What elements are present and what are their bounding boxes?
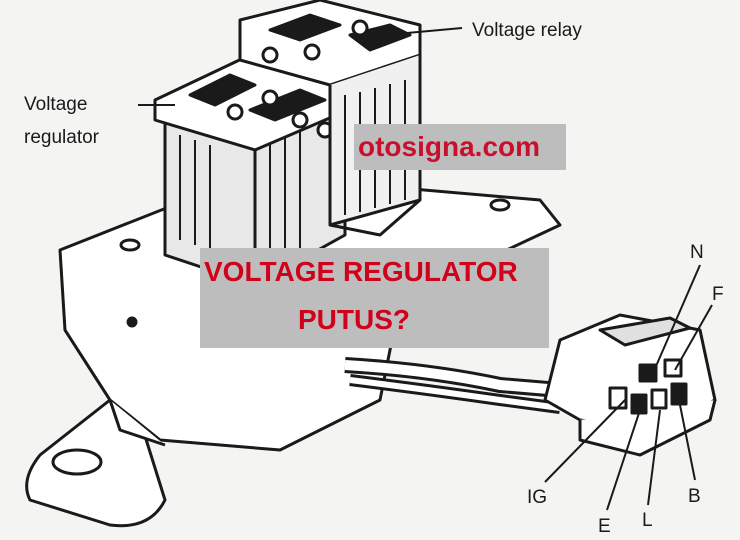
pin-label-b: B <box>688 486 701 507</box>
watermark-site: otosigna.com <box>358 131 541 162</box>
pin-label-ig: IG <box>527 487 547 508</box>
label-voltage-relay: Voltage relay <box>472 20 582 41</box>
leader-lines <box>138 27 713 511</box>
watermark-box <box>354 124 566 170</box>
pin-label-l: L <box>642 510 653 531</box>
pin-label-n: N <box>690 242 704 263</box>
wiring-connector-icon <box>344 313 717 457</box>
label-voltage-regulator-line1: Voltage <box>24 94 87 115</box>
headline-line1: VOLTAGE REGULATOR <box>204 256 518 287</box>
headline-line2: PUTUS? <box>298 304 410 335</box>
pin-label-f: F <box>712 284 724 305</box>
pin-label-e: E <box>598 516 611 537</box>
label-voltage-regulator-line2: regulator <box>24 127 100 148</box>
headline-box <box>200 248 549 348</box>
